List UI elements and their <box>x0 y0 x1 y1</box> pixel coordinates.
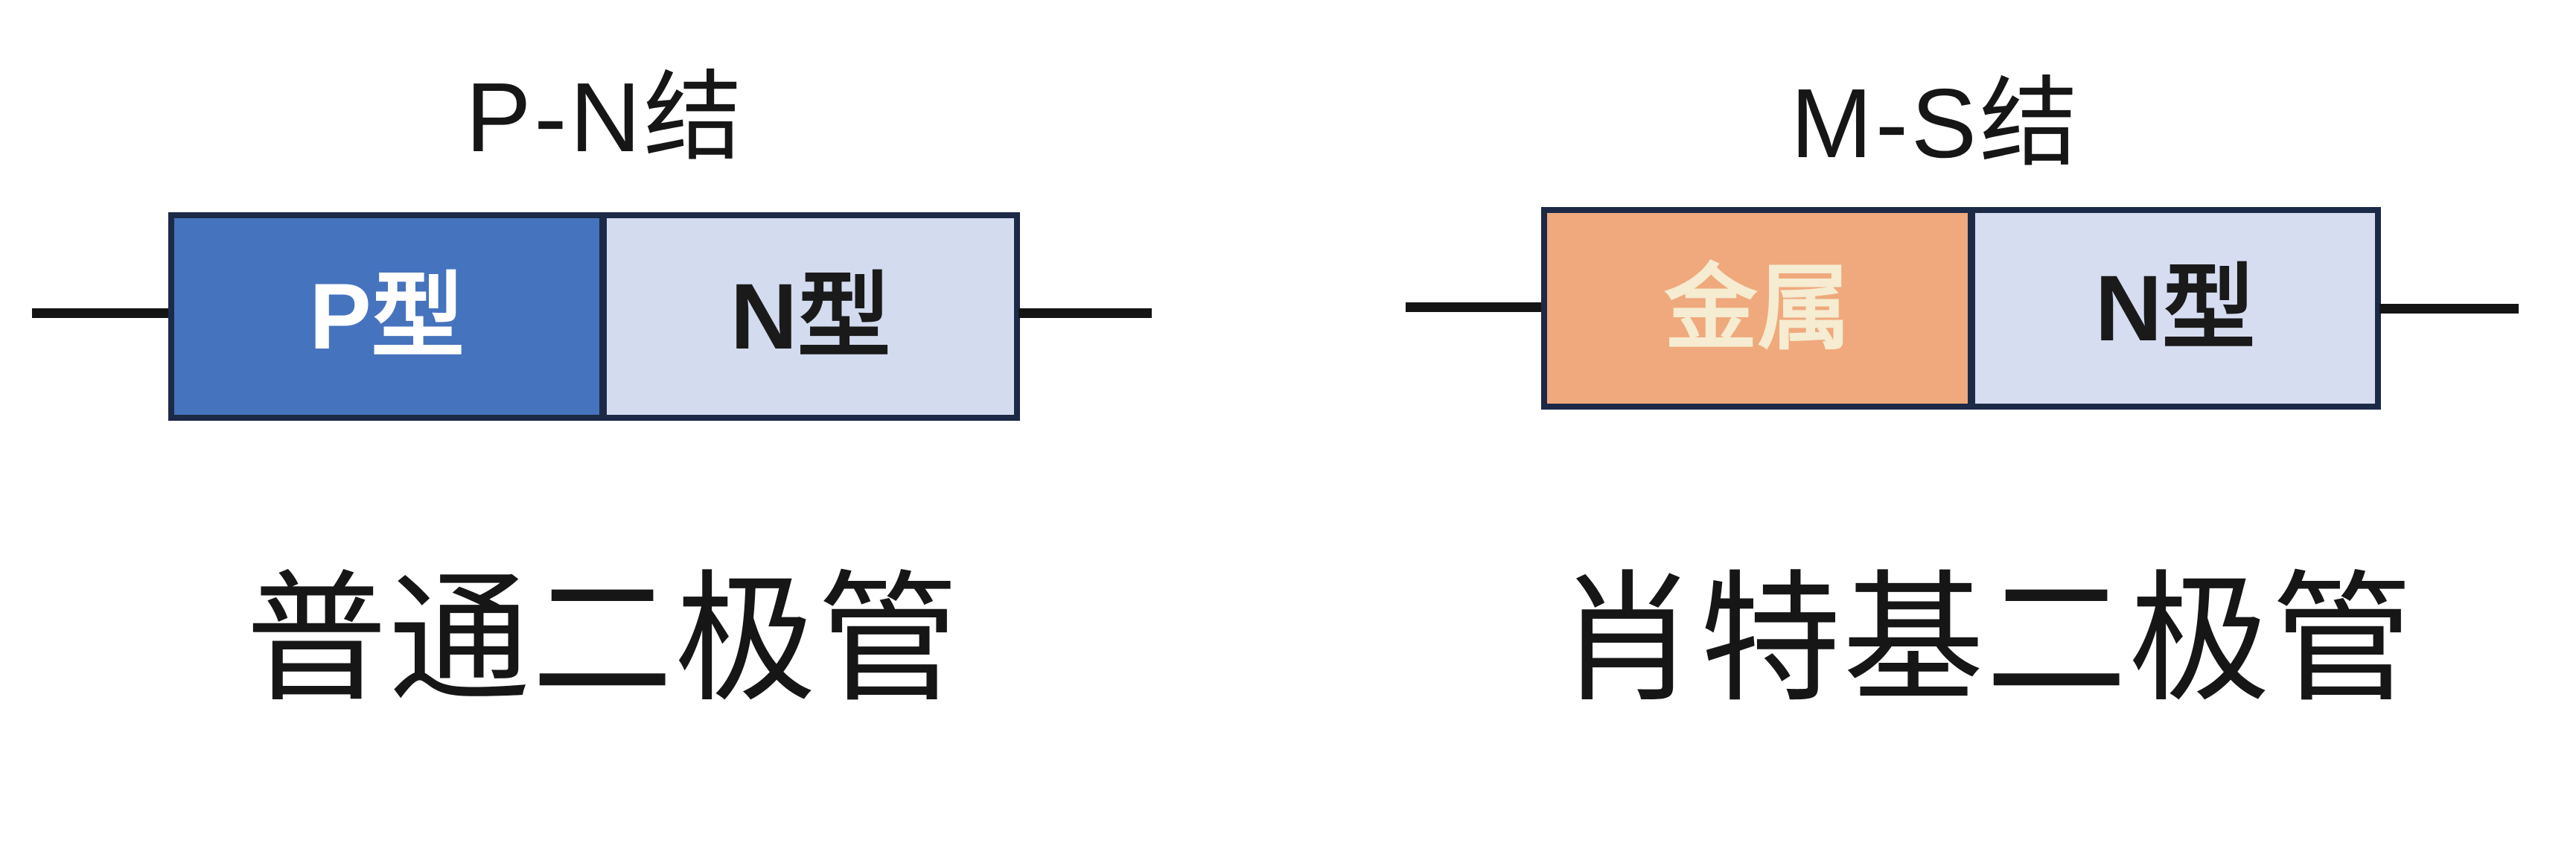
ms-n-type-region: N型 <box>1975 213 2375 404</box>
pn-junction-box: P型 N型 <box>168 212 1020 421</box>
ms-junction-box: 金属 N型 <box>1541 207 2381 410</box>
pn-n-type-label: N型 <box>730 264 891 369</box>
pn-junction-divider <box>599 218 607 415</box>
ms-left-lead-wire <box>1406 302 1541 312</box>
pn-p-type-region: P型 <box>174 218 599 415</box>
pn-diode-caption: 普通二极管 <box>245 561 961 719</box>
pn-right-lead-wire <box>1018 308 1152 318</box>
ms-metal-region: 金属 <box>1547 213 1968 404</box>
ms-junction-title: M-S结 <box>1791 69 2081 178</box>
ms-right-lead-wire <box>2379 304 2519 314</box>
pn-n-type-region: N型 <box>607 218 1014 415</box>
schottky-diode-caption: 肖特基二极管 <box>1556 561 2415 719</box>
pn-p-type-label: P型 <box>309 264 465 369</box>
pn-left-lead-wire <box>32 308 168 318</box>
ms-metal-label: 金属 <box>1664 256 1851 360</box>
ms-junction-divider <box>1968 213 1975 404</box>
ms-n-type-label: N型 <box>2094 256 2256 360</box>
pn-junction-title: P-N结 <box>465 63 745 172</box>
